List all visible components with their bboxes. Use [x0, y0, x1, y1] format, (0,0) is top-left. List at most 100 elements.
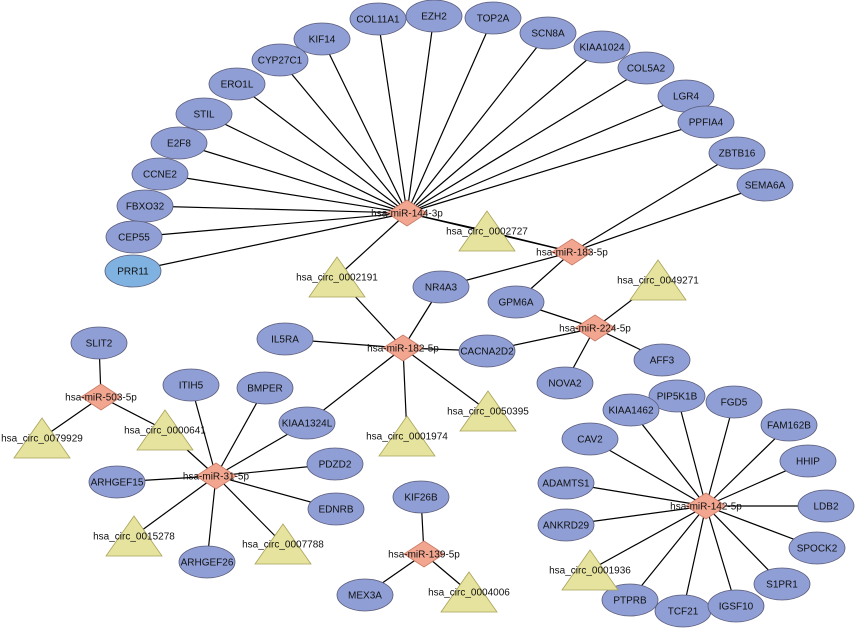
gene-node-arhgef26: ARHGEF26: [178, 545, 236, 579]
node-label: COL11A1: [356, 15, 400, 26]
gene-ellipse: [412, 270, 470, 304]
node-label: hsa-miR-503-5p: [65, 393, 137, 404]
gene-node-kif14: KIF14: [293, 22, 351, 56]
node-label: S1PR1: [766, 580, 798, 591]
gene-node-pdzd2: PDZD2: [306, 447, 364, 481]
gene-ellipse: [208, 67, 266, 101]
gene-node-zbtb16: ZBTB16: [708, 136, 766, 170]
gene-ellipse: [88, 465, 146, 499]
gene-ellipse: [293, 22, 351, 56]
gene-node-e2f8: E2F8: [150, 126, 208, 160]
node-label: IL5RA: [271, 335, 299, 346]
gene-node-ero1l: ERO1L: [208, 67, 266, 101]
node-label: PDZD2: [319, 460, 352, 471]
gene-node-adamts1: ADAMTS1: [537, 466, 595, 500]
circrna-node-hsa-circ-0000641: hsa_circ_0000641: [124, 409, 206, 451]
mirna-node-hsa-mir-183-5p: hsa-miR-183-5p: [536, 238, 608, 266]
edge-hsa-mir-144-3p-to-stil: [203, 113, 408, 214]
edge-hsa-mir-144-3p-to-e2f8: [178, 142, 408, 214]
edge-hsa-mir-183-5p-to-zbtb16: [571, 152, 738, 253]
circrna-node-hsa-circ-0007788: hsa_circ_0007788: [242, 523, 324, 565]
edge-hsa-mir-144-3p-to-hsa-circ-0002191: [336, 212, 408, 278]
node-label: hsa-miR-31-5p: [183, 472, 250, 483]
node-label: hsa-miR-142-5p: [670, 502, 742, 513]
gene-node-kiaa1462: KIAA1462: [602, 393, 660, 427]
gene-node-ptprb: PTPRB: [601, 583, 659, 617]
circrna-triangle: [561, 549, 619, 591]
node-label: CACNA2D2: [460, 347, 514, 358]
node-label: EZH2: [421, 12, 447, 23]
node-label: hsa-miR-224-5p: [559, 324, 631, 335]
edge-hsa-mir-144-3p-to-cyp27c1: [279, 59, 408, 214]
gene-node-nr4a3: NR4A3: [412, 270, 470, 304]
gene-ellipse: [707, 589, 765, 623]
mirna-diamond: [551, 238, 593, 266]
gene-node-slit2: SLIT2: [70, 326, 128, 360]
gene-node-mex3a: MEX3A: [336, 578, 394, 612]
gene-node-s1pr1: S1PR1: [753, 567, 811, 601]
gene-ellipse: [162, 368, 220, 402]
node-label: MEX3A: [348, 591, 382, 602]
gene-ellipse: [70, 326, 128, 360]
node-label: SEMA6A: [745, 181, 786, 192]
edge-hsa-mir-144-3p-to-ppfia4: [406, 121, 707, 214]
gene-ellipse: [705, 385, 763, 419]
gene-node-itih5: ITIH5: [162, 368, 220, 402]
gene-ellipse: [405, 0, 463, 33]
node-label: PTPRB: [613, 596, 647, 607]
gene-node-cep55: CEP55: [105, 220, 163, 254]
gene-ellipse: [537, 466, 595, 500]
node-label: ANKRD29: [543, 521, 590, 532]
node-label: NR4A3: [425, 283, 458, 294]
gene-ellipse: [788, 531, 846, 565]
edge-hsa-mir-144-3p-to-fbxo32: [144, 205, 408, 214]
gene-node-cav2: CAV2: [561, 422, 619, 456]
node-label: NOVA2: [548, 379, 582, 390]
gene-ellipse: [602, 393, 660, 427]
node-label: ADAMTS1: [542, 479, 590, 490]
edge-hsa-mir-144-3p-to-top2a: [406, 17, 494, 214]
circrna-triangle: [105, 515, 163, 557]
edge-hsa-mir-144-3p-to-ezh2: [406, 15, 435, 214]
mirna-diamond: [386, 199, 428, 227]
node-label: COL5A2: [627, 64, 666, 75]
gene-node-nova2: NOVA2: [536, 366, 594, 400]
gene-node-ednrb: EDNRB: [307, 492, 365, 526]
gene-ellipse: [175, 97, 233, 131]
circrna-node-hsa-circ-0015278: hsa_circ_0015278: [93, 515, 175, 557]
node-label: EDNRB: [318, 505, 353, 516]
mirna-diamond: [195, 462, 237, 490]
gene-node-ldb2: LDB2: [797, 489, 855, 523]
gene-node-aff3: AFF3: [633, 343, 691, 377]
gene-node-il5ra: IL5RA: [256, 322, 314, 356]
edge-hsa-mir-142-5p-to-fgd5: [705, 401, 735, 507]
node-label: hsa-miR-139-5p: [388, 550, 460, 561]
gene-ellipse: [561, 422, 619, 456]
gene-node-bmper: BMPER: [236, 371, 294, 405]
circrna-node-hsa-circ-0049271: hsa_circ_0049271: [617, 259, 699, 301]
gene-ellipse: [178, 545, 236, 579]
gene-ellipse: [633, 343, 691, 377]
edge-hsa-mir-142-5p-to-kiaa1462: [630, 409, 707, 507]
gene-ellipse: [537, 508, 595, 542]
mirna-node-hsa-mir-182-5p: hsa-miR-182-5p: [367, 334, 439, 362]
circrna-node-hsa-circ-0002191: hsa_circ_0002191: [296, 256, 378, 298]
gene-ellipse: [392, 480, 450, 514]
gene-ellipse: [458, 334, 516, 368]
edge-hsa-mir-144-3p-to-scn8a: [406, 32, 549, 214]
gene-ellipse: [519, 16, 577, 50]
node-label: CCNE2: [143, 170, 177, 181]
mirna-diamond: [403, 540, 445, 568]
edge-hsa-mir-142-5p-to-ptprb: [629, 505, 707, 601]
circrna-triangle: [458, 210, 516, 252]
gene-ellipse: [150, 126, 208, 160]
gene-node-ankrd29: ANKRD29: [537, 508, 595, 542]
edge-hsa-mir-144-3p-to-lgr4: [406, 95, 687, 214]
node-label: hsa_circ_0001974: [366, 432, 448, 443]
node-label: CYP27C1: [258, 56, 303, 67]
node-label: TOP2A: [477, 14, 510, 25]
gene-node-ppfia4: PPFIA4: [677, 105, 735, 139]
